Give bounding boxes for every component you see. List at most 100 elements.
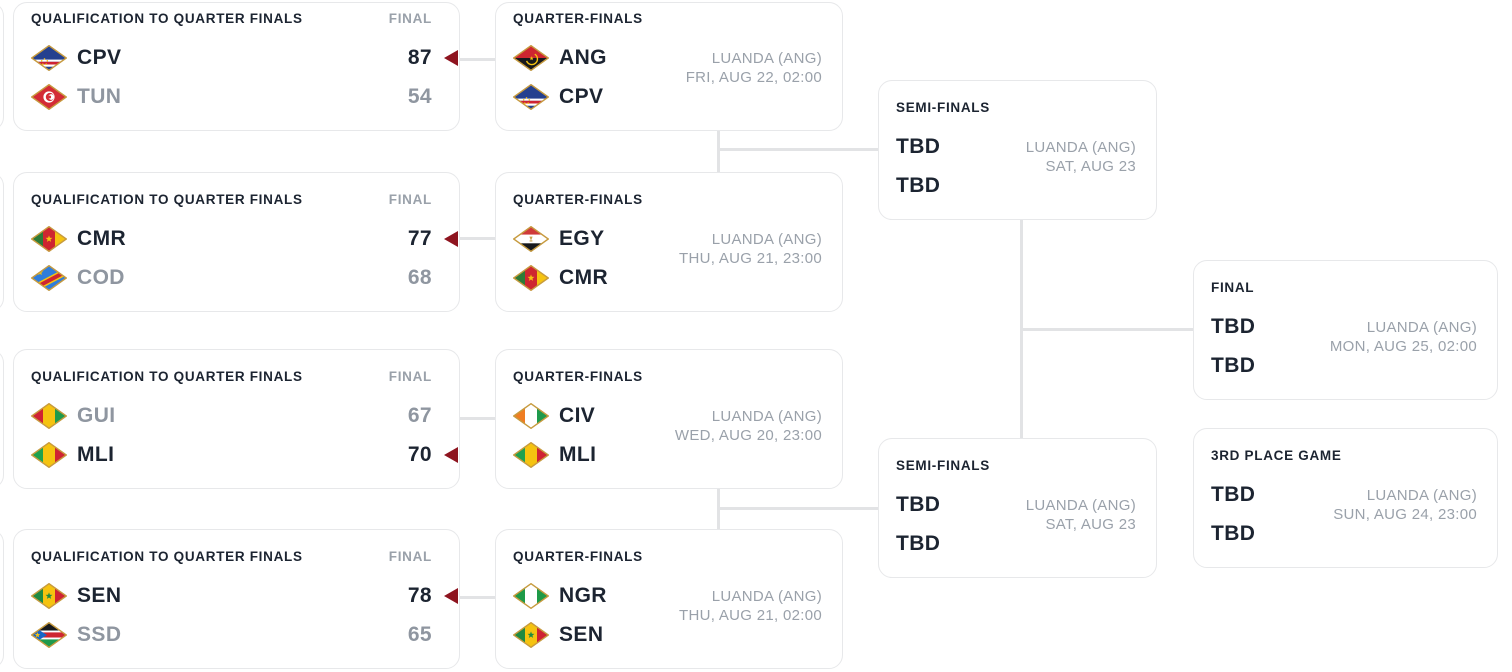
team-row: MLI <box>512 441 815 469</box>
team-code: NGR <box>559 584 607 607</box>
team-row: CMR 77 <box>30 225 458 253</box>
card-title: SEMI-FINALS <box>896 100 990 115</box>
match-datetime: THU, AUG 21, 02:00 <box>679 607 822 624</box>
team-code: ANG <box>559 46 607 69</box>
semifinal-card[interactable]: SEMI-FINALS TBD TBD LUANDA (ANG) SAT, AU… <box>878 80 1157 220</box>
third-place-card[interactable]: 3RD PLACE GAME TBD TBD LUANDA (ANG) SUN,… <box>1193 428 1498 568</box>
team-code: SEN <box>559 623 604 646</box>
match-status: FINAL <box>388 549 432 564</box>
semifinal-card[interactable]: SEMI-FINALS TBD TBD LUANDA (ANG) SAT, AU… <box>878 438 1157 578</box>
egy-flag-icon <box>512 225 550 253</box>
quarterfinal-card[interactable]: QUARTER-FINALS ANG CPV LUANDA (ANG) FRI,… <box>495 2 843 131</box>
match-datetime: MON, AUG 25, 02:00 <box>1329 338 1477 355</box>
card-title: QUALIFICATION TO QUARTER FINALS <box>31 369 303 384</box>
ang-flag-icon <box>512 44 550 72</box>
card-title: QUALIFICATION TO QUARTER FINALS <box>31 192 303 207</box>
winner-arrow-icon <box>444 447 458 463</box>
venue-location: LUANDA (ANG) <box>711 231 822 248</box>
team-score: 87 <box>407 46 432 69</box>
card-title: QUARTER-FINALS <box>513 369 643 384</box>
match-datetime: THU, AUG 21, 23:00 <box>679 250 822 267</box>
ssd-flag-icon <box>30 621 68 649</box>
team-code: GUI <box>77 404 116 427</box>
match-datetime: SUN, AUG 24, 23:00 <box>1333 506 1477 523</box>
sen-flag-icon <box>512 621 550 649</box>
venue-info: LUANDA (ANG) THU, AUG 21, 02:00 <box>679 587 822 625</box>
venue-info: LUANDA (ANG) MON, AUG 25, 02:00 <box>1330 318 1477 356</box>
venue-location: LUANDA (ANG) <box>711 588 822 605</box>
team-score: 78 <box>407 584 432 607</box>
team-row: TBD <box>896 134 1129 160</box>
civ-flag-icon <box>512 402 550 430</box>
gui-flag-icon <box>30 402 68 430</box>
venue-info: LUANDA (ANG) SAT, AUG 23 <box>1026 496 1136 534</box>
venue-location: LUANDA (ANG) <box>711 408 822 425</box>
qualification-card[interactable]: QUALIFICATION TO QUARTER FINALS FINAL CMR… <box>13 172 460 312</box>
venue-info: LUANDA (ANG) SAT, AUG 23 <box>1026 138 1136 176</box>
ngr-flag-icon <box>512 582 550 610</box>
quarterfinal-card[interactable]: QUARTER-FINALS CIV MLI LUANDA (ANG) WED,… <box>495 349 843 489</box>
prev-round-card-stub <box>0 2 4 131</box>
final-card[interactable]: FINAL TBD TBD LUANDA (ANG) MON, AUG 25, … <box>1193 260 1498 400</box>
team-score: 67 <box>407 404 432 427</box>
venue-info: LUANDA (ANG) WED, AUG 20, 23:00 <box>675 407 822 445</box>
card-title: FINAL <box>1211 280 1255 295</box>
team-code: MLI <box>77 443 115 466</box>
venue-location: LUANDA (ANG) <box>1025 497 1136 514</box>
bracket-connector <box>458 237 497 240</box>
team-row: TBD <box>1211 482 1470 508</box>
team-score: 65 <box>407 623 432 646</box>
team-code: SSD <box>77 623 122 646</box>
team-row: SEN <box>512 621 815 649</box>
team-score: 54 <box>407 85 432 108</box>
team-code: TBD <box>896 493 941 516</box>
match-status: FINAL <box>388 192 432 207</box>
bracket-connector <box>1022 328 1193 331</box>
team-row: TBD <box>896 173 1129 199</box>
team-score: 70 <box>407 443 432 466</box>
team-code: TBD <box>896 174 941 197</box>
team-row: CIV <box>512 402 815 430</box>
cod-flag-icon <box>30 264 68 292</box>
bracket-connector <box>1020 220 1023 438</box>
venue-info: LUANDA (ANG) THU, AUG 21, 23:00 <box>679 230 822 268</box>
team-code: CPV <box>77 46 122 69</box>
team-code: COD <box>77 266 125 289</box>
card-title: SEMI-FINALS <box>896 458 990 473</box>
team-row: COD 68 <box>30 264 432 292</box>
team-row: TUN 54 <box>30 83 432 111</box>
cmr-flag-icon <box>512 264 550 292</box>
tun-flag-icon <box>30 83 68 111</box>
venue-location: LUANDA (ANG) <box>1366 487 1477 504</box>
venue-location: LUANDA (ANG) <box>711 50 822 67</box>
card-title: 3RD PLACE GAME <box>1211 448 1342 463</box>
match-status: FINAL <box>388 11 432 26</box>
team-code: EGY <box>559 227 605 250</box>
bracket-connector <box>719 507 878 510</box>
team-code: CMR <box>77 227 127 250</box>
venue-location: LUANDA (ANG) <box>1025 139 1136 156</box>
team-code: TBD <box>896 532 941 555</box>
quarterfinal-card[interactable]: QUARTER-FINALS EGY CMR LUANDA (ANG) THU,… <box>495 172 843 312</box>
team-code: CIV <box>559 404 596 427</box>
team-code: CMR <box>559 266 609 289</box>
bracket-connector <box>458 596 497 599</box>
cpv-flag-icon <box>30 44 68 72</box>
team-code: CPV <box>559 85 604 108</box>
team-code: TBD <box>1211 483 1256 506</box>
bracket-connector <box>458 417 497 420</box>
winner-arrow-icon <box>444 231 458 247</box>
team-row: TBD <box>1211 314 1470 340</box>
quarterfinal-card[interactable]: QUARTER-FINALS NGR SEN LUANDA (ANG) THU,… <box>495 529 843 669</box>
prev-round-card-stub <box>0 529 4 669</box>
team-row: CMR <box>512 264 815 292</box>
match-datetime: SAT, AUG 23 <box>1045 516 1136 533</box>
team-code: TBD <box>896 135 941 158</box>
bracket-connector <box>719 148 878 151</box>
team-code: TBD <box>1211 522 1256 545</box>
team-row: SSD 65 <box>30 621 432 649</box>
